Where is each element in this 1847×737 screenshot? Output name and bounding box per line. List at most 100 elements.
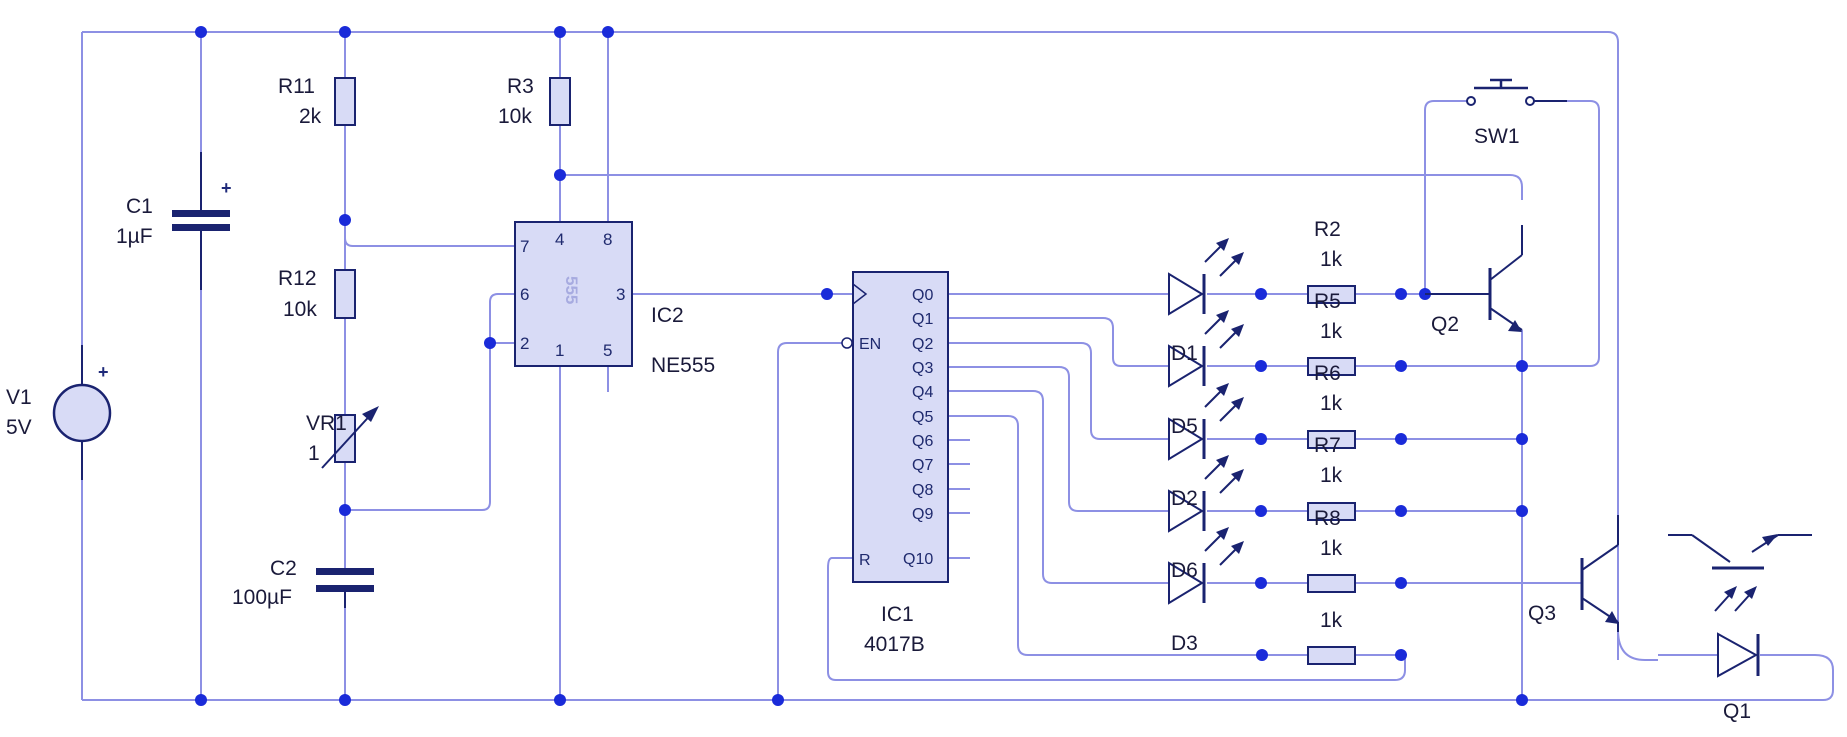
- r3-resistor[interactable]: R3 10k: [498, 75, 571, 128]
- d3-label-group: D3: [1171, 632, 1198, 655]
- c2-value: 100µF: [232, 586, 292, 609]
- r12-value: 10k: [283, 298, 317, 321]
- ic2-value: NE555: [651, 354, 715, 377]
- sw1-pushbutton[interactable]: SW1: [1466, 78, 1567, 148]
- r7-ref: R7: [1314, 434, 1341, 457]
- v1-value: 5V: [6, 416, 32, 439]
- r6-value: 1k: [1320, 392, 1343, 415]
- ic2-pin1: 1: [555, 341, 564, 360]
- r8-value: 1k: [1320, 537, 1343, 560]
- junction-dot: [1255, 577, 1267, 589]
- r3-ref: R3: [507, 75, 534, 98]
- d6-ref: D6: [1171, 559, 1198, 582]
- ic2-pin8: 8: [603, 230, 612, 249]
- vr1-ref: VR1: [306, 412, 347, 435]
- q2-ref: Q2: [1431, 313, 1459, 336]
- c1-value: 1µF: [116, 225, 153, 248]
- ic2-pin3: 3: [616, 285, 625, 304]
- r7-value: 1k: [1320, 464, 1343, 487]
- junction-dot: [1255, 288, 1267, 300]
- ic1-pin-q9: Q9: [912, 506, 933, 523]
- ic2-pin6: 6: [520, 285, 529, 304]
- q1-optocoupler[interactable]: Q1: [1668, 534, 1812, 723]
- wire-q-stubs: [948, 293, 970, 559]
- r5-ref: R5: [1314, 290, 1341, 313]
- v1-source[interactable]: + V1 5V: [6, 345, 112, 480]
- junction-dot: [195, 694, 207, 706]
- wire-reset-line: [560, 174, 1523, 200]
- ic2-555-timer[interactable]: 555 7 4 8 6 3 2 1 5 IC2 NE555: [514, 221, 715, 377]
- led-d2[interactable]: D2: [1168, 455, 1244, 533]
- q3-transistor[interactable]: Q3: [1528, 515, 1619, 632]
- r5-resistor[interactable]: R5 1k: [1307, 290, 1356, 376]
- junction-dot: [484, 337, 496, 349]
- junction-dot: [554, 26, 566, 38]
- junctions: [195, 26, 1528, 706]
- r11-value: 2k: [299, 105, 322, 128]
- r8-ref: R8: [1314, 507, 1341, 530]
- ic1-pin-en: EN: [859, 336, 881, 353]
- junction-dot: [1255, 505, 1267, 517]
- wire-reset-r: [827, 557, 1406, 681]
- q2-transistor[interactable]: Q2: [1425, 225, 1523, 336]
- r2-value: 1k: [1320, 248, 1343, 271]
- r12-resistor[interactable]: R12 10k: [278, 267, 356, 321]
- c1-capacitor[interactable]: + C1 1µF: [116, 152, 232, 290]
- c2-ref: C2: [270, 557, 297, 580]
- r2-resistor[interactable]: R2 1k: [1307, 218, 1356, 304]
- r11-resistor[interactable]: R11 2k: [278, 75, 356, 128]
- q3-ref: Q3: [1528, 602, 1556, 625]
- ic2-body-text: 555: [562, 276, 581, 304]
- c1-ref: C1: [126, 195, 153, 218]
- ic1-pin-q0: Q0: [912, 287, 933, 304]
- ic1-pin-q8: Q8: [912, 482, 933, 499]
- r7-resistor[interactable]: R7 1k: [1307, 434, 1356, 521]
- junction-dot: [339, 694, 351, 706]
- r12-ref: R12: [278, 267, 317, 290]
- led-d6[interactable]: D6: [1168, 527, 1244, 605]
- r-last-resistor[interactable]: 1k: [1307, 609, 1356, 665]
- junction-dot: [554, 169, 566, 181]
- led-d-row-1[interactable]: [1168, 238, 1244, 316]
- r6-resistor[interactable]: R6 1k: [1307, 362, 1356, 449]
- ic1-pin-q3: Q3: [912, 360, 933, 377]
- r6-ref: R6: [1314, 362, 1341, 385]
- r5-value: 1k: [1320, 320, 1343, 343]
- c1-plus: +: [221, 178, 232, 198]
- ic1-pin-q4: Q4: [912, 384, 933, 401]
- junction-dot: [602, 26, 614, 38]
- led-d5[interactable]: D5: [1168, 383, 1244, 461]
- junction-dot: [1395, 288, 1407, 300]
- junction-dot: [1255, 433, 1267, 445]
- junction-dot: [1256, 649, 1268, 661]
- vr1-value: 1: [308, 442, 320, 465]
- ic1-pin-q7: Q7: [912, 457, 933, 474]
- junction-dot: [1395, 577, 1407, 589]
- ic1-pin-q2: Q2: [912, 336, 933, 353]
- junction-dot: [1395, 505, 1407, 517]
- v1-ref: V1: [6, 386, 32, 409]
- r8-resistor[interactable]: R8 1k: [1307, 507, 1356, 593]
- junction-dot: [1395, 360, 1407, 372]
- d3-ref: D3: [1171, 632, 1198, 655]
- d1-ref: D1: [1171, 342, 1198, 365]
- junction-dot: [195, 26, 207, 38]
- ic1-pin-q5: Q5: [912, 409, 933, 426]
- wire-threshold: [345, 293, 515, 511]
- junction-dot: [339, 504, 351, 516]
- ic1-4017-counter[interactable]: EN R Q0 Q1 Q2 Q3 Q4 Q5 Q6 Q7 Q8 Q9 Q10 I…: [841, 271, 949, 656]
- led-d1[interactable]: D1: [1168, 310, 1244, 388]
- junction-dot: [1395, 649, 1407, 661]
- wire-en: [777, 342, 844, 700]
- sw1-ref: SW1: [1474, 125, 1520, 148]
- c2-capacitor[interactable]: C2 100µF: [232, 557, 374, 609]
- vr1-potentiometer[interactable]: VR1 1: [306, 406, 379, 469]
- r2-ref: R2: [1314, 218, 1341, 241]
- ic1-ref: IC1: [881, 603, 914, 626]
- d5-ref: D5: [1171, 415, 1198, 438]
- junction-dot: [772, 694, 784, 706]
- ic1-pin-q10: Q10: [903, 551, 933, 568]
- junction-dot: [1516, 505, 1528, 517]
- r11-ref: R11: [278, 75, 315, 98]
